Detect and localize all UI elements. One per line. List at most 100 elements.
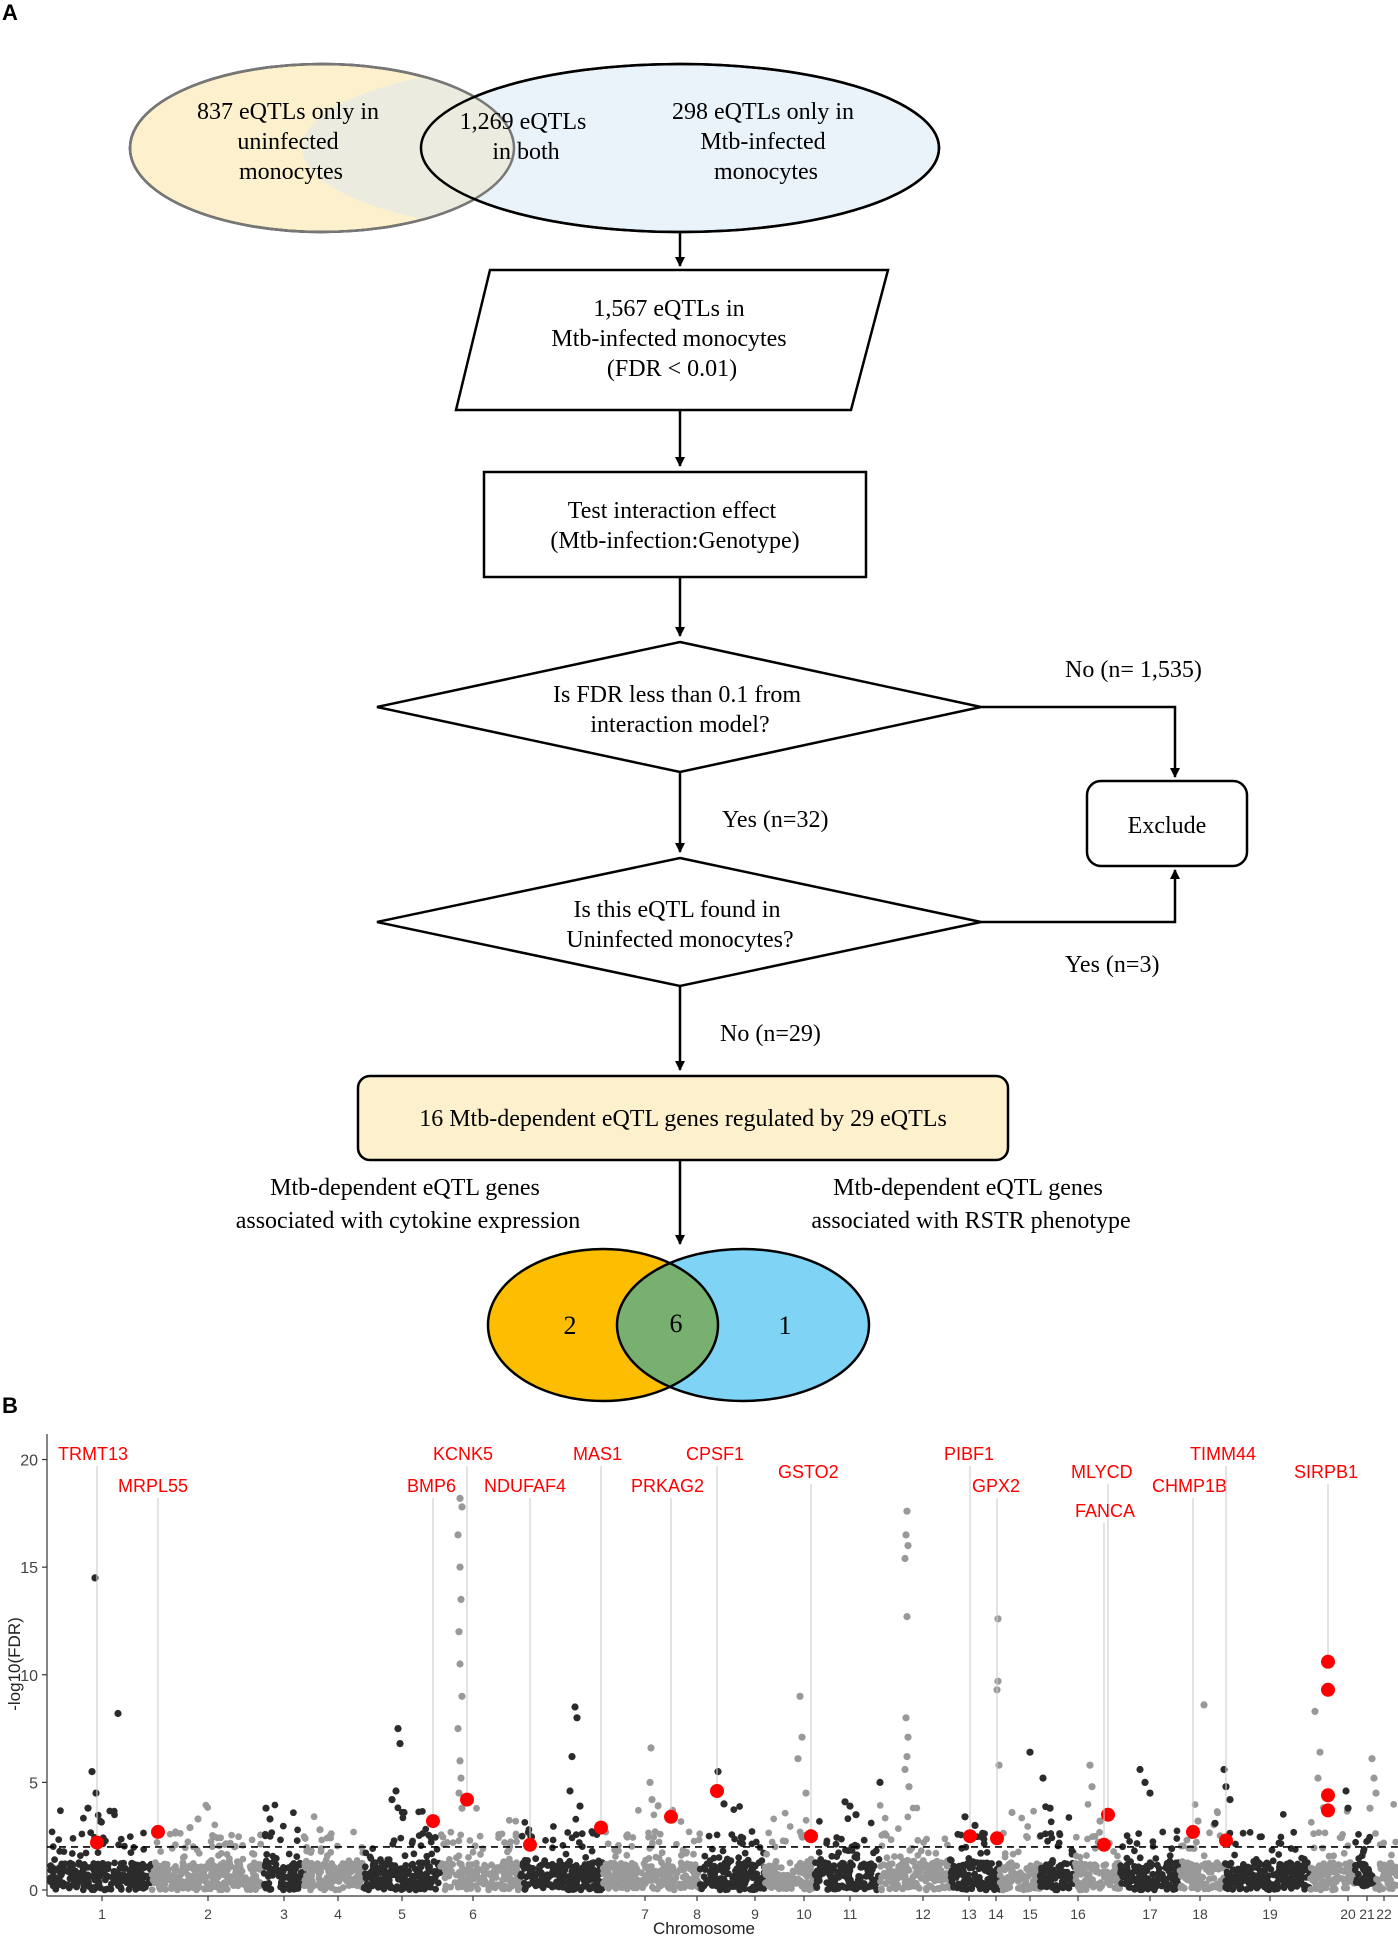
data-point xyxy=(737,1867,744,1875)
data-point xyxy=(184,1838,192,1846)
data-point xyxy=(1273,1872,1281,1880)
data-point xyxy=(955,1862,963,1870)
data-point xyxy=(690,1850,697,1858)
data-point xyxy=(845,1870,853,1878)
both-count: 6 xyxy=(670,1309,683,1338)
data-point xyxy=(1340,1849,1348,1857)
data-point xyxy=(958,1845,966,1852)
data-point xyxy=(996,1871,1004,1879)
peak-point xyxy=(92,1789,100,1797)
data-point xyxy=(549,1836,557,1844)
peak-point xyxy=(457,1774,465,1782)
data-point xyxy=(56,1847,64,1855)
data-point xyxy=(521,1886,529,1893)
data-point xyxy=(1126,1838,1133,1845)
data-point xyxy=(1320,1860,1328,1867)
data-point xyxy=(1355,1870,1362,1878)
gene-label-ndufaf4: NDUFAF4 xyxy=(484,1476,566,1496)
data-point xyxy=(65,1868,72,1876)
data-point xyxy=(922,1877,930,1885)
data-point xyxy=(928,1861,936,1868)
uninfected-circle-outline xyxy=(128,62,516,234)
data-point xyxy=(442,1882,450,1890)
data-point xyxy=(1047,1860,1055,1867)
data-point xyxy=(1131,1847,1138,1855)
data-point xyxy=(162,1862,170,1869)
peak-point xyxy=(802,1789,810,1797)
data-point xyxy=(1362,1872,1369,1880)
data-point xyxy=(317,1882,324,1890)
data-point xyxy=(719,1863,726,1871)
data-point xyxy=(459,1877,467,1885)
arrow-yes2-to-exclude xyxy=(981,869,1180,924)
data-point xyxy=(1224,1885,1232,1893)
data-point xyxy=(94,1811,102,1819)
data-point xyxy=(1008,1868,1015,1876)
data-point xyxy=(757,1884,764,1892)
data-point xyxy=(1047,1818,1055,1826)
data-point xyxy=(651,1828,659,1835)
chromosome-3-points xyxy=(260,1801,308,1894)
data-point xyxy=(49,1868,57,1876)
data-point xyxy=(94,1849,102,1856)
peak-point xyxy=(571,1703,579,1711)
data-point xyxy=(536,1863,543,1870)
data-point xyxy=(588,1828,596,1835)
data-point xyxy=(1372,1830,1379,1837)
data-point xyxy=(899,1885,907,1893)
peak-point xyxy=(647,1744,655,1752)
data-point xyxy=(920,1839,927,1846)
data-point xyxy=(881,1814,889,1822)
peak-point xyxy=(396,1740,404,1748)
data-point xyxy=(1227,1880,1235,1888)
data-point xyxy=(611,1846,619,1854)
peak-point xyxy=(326,1832,334,1840)
peak-point xyxy=(316,1826,324,1834)
data-point xyxy=(630,1866,637,1874)
data-point xyxy=(937,1867,945,1874)
data-point xyxy=(971,1873,979,1881)
data-point xyxy=(73,1872,80,1880)
x-tick-label: 8 xyxy=(693,1906,701,1922)
data-point xyxy=(235,1833,243,1841)
peak-point xyxy=(904,1733,912,1741)
data-point xyxy=(995,1860,1003,1868)
data-point xyxy=(164,1867,172,1875)
data-point xyxy=(947,1873,955,1881)
data-point xyxy=(1085,1876,1092,1884)
data-point xyxy=(671,1876,678,1884)
data-point xyxy=(582,1854,590,1861)
data-point xyxy=(1004,1874,1012,1882)
data-point xyxy=(294,1826,301,1834)
data-point xyxy=(1084,1801,1092,1808)
data-point xyxy=(701,1852,709,1860)
exclude-box xyxy=(1085,779,1249,868)
data-point xyxy=(240,1875,248,1882)
data-point xyxy=(457,1831,465,1839)
data-point xyxy=(677,1818,685,1825)
data-point xyxy=(1392,1838,1398,1846)
peak-point xyxy=(266,1815,274,1823)
data-point xyxy=(409,1873,417,1881)
data-point xyxy=(623,1851,631,1859)
data-point xyxy=(517,1872,525,1879)
parallelogram-text: 1,567 eQTLs in Mtb-infected monocytes (F… xyxy=(551,296,792,382)
data-point xyxy=(93,1862,100,1870)
data-point xyxy=(856,1875,864,1883)
data-point xyxy=(781,1809,789,1817)
data-point xyxy=(1114,1884,1122,1892)
data-point xyxy=(1022,1877,1030,1885)
data-point xyxy=(302,1857,310,1865)
peak-point xyxy=(454,1531,462,1539)
data-point xyxy=(857,1881,865,1888)
data-point xyxy=(1269,1857,1277,1865)
data-point xyxy=(151,1869,159,1877)
data-point xyxy=(542,1837,549,1844)
data-point xyxy=(1314,1873,1321,1881)
highlight-point xyxy=(710,1784,724,1798)
data-point xyxy=(617,1865,625,1873)
data-point xyxy=(1239,1864,1246,1871)
peak-point xyxy=(456,1757,464,1765)
data-point xyxy=(1358,1852,1366,1860)
